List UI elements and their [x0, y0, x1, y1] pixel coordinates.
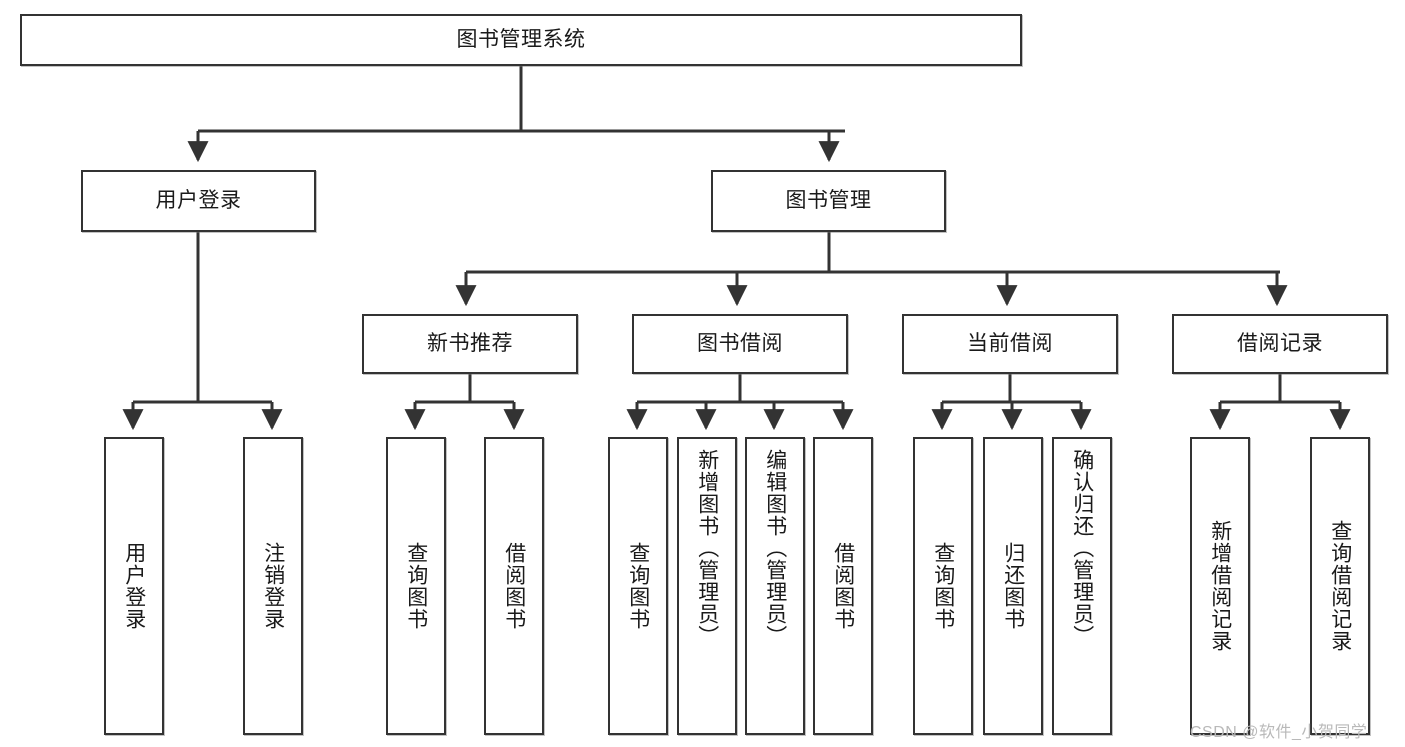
- leaf-query-book-current-label: 查询图书: [931, 542, 955, 630]
- connector-group-root: [187, 66, 845, 163]
- node-root-label: 图书管理系统: [456, 28, 586, 52]
- leaf-user-login[interactable]: 用户登录: [104, 437, 164, 735]
- leaf-query-book-recommend-label: 查询图书: [404, 542, 428, 630]
- connector-group-records: [1209, 374, 1351, 431]
- connector-group-current-borrow: [931, 374, 1092, 431]
- node-user-login-label: 用户登录: [155, 189, 242, 213]
- leaf-edit-book-admin-label: 编辑图书（管理员）: [763, 449, 787, 647]
- node-borrow-records-label: 借阅记录: [1237, 332, 1323, 356]
- node-borrow-records[interactable]: 借阅记录: [1172, 314, 1388, 374]
- leaf-query-book-current[interactable]: 查询图书: [913, 437, 973, 735]
- node-new-book-recommend-label: 新书推荐: [427, 332, 513, 356]
- node-new-book-recommend[interactable]: 新书推荐: [362, 314, 578, 374]
- leaf-query-borrow-record[interactable]: 查询借阅记录: [1310, 437, 1370, 735]
- leaf-query-book-recommend[interactable]: 查询图书: [386, 437, 446, 735]
- node-book-management-label: 图书管理: [785, 189, 872, 213]
- leaf-borrow-book-recommend[interactable]: 借阅图书: [484, 437, 544, 735]
- leaf-query-borrow-record-label: 查询借阅记录: [1328, 520, 1352, 652]
- leaf-confirm-return-admin-label: 确认归还（管理员）: [1070, 449, 1094, 647]
- leaf-query-book-borrow[interactable]: 查询图书: [608, 437, 668, 735]
- leaf-borrow-book[interactable]: 借阅图书: [813, 437, 873, 735]
- leaf-add-borrow-record-label: 新增借阅记录: [1208, 520, 1232, 652]
- node-user-login[interactable]: 用户登录: [81, 170, 316, 232]
- node-book-borrow-label: 图书借阅: [697, 332, 783, 356]
- leaf-edit-book-admin[interactable]: 编辑图书（管理员）: [745, 437, 805, 735]
- connector-group-user-login: [122, 232, 283, 431]
- leaf-return-book[interactable]: 归还图书: [983, 437, 1043, 735]
- leaf-return-book-label: 归还图书: [1001, 542, 1025, 630]
- node-book-management[interactable]: 图书管理: [711, 170, 946, 232]
- leaf-query-book-borrow-label: 查询图书: [626, 542, 650, 630]
- leaf-user-login-label: 用户登录: [122, 542, 146, 630]
- leaf-user-logout-label: 注销登录: [261, 542, 285, 630]
- leaf-add-borrow-record[interactable]: 新增借阅记录: [1190, 437, 1250, 735]
- connector-group-new-books: [404, 374, 525, 431]
- node-book-borrow[interactable]: 图书借阅: [632, 314, 848, 374]
- node-root[interactable]: 图书管理系统: [20, 14, 1022, 66]
- leaf-user-logout[interactable]: 注销登录: [243, 437, 303, 735]
- node-current-borrow[interactable]: 当前借阅: [902, 314, 1118, 374]
- leaf-confirm-return-admin[interactable]: 确认归还（管理员）: [1052, 437, 1112, 735]
- leaf-borrow-book-recommend-label: 借阅图书: [502, 542, 526, 630]
- csdn-watermark: CSDN @软件_小贺同学: [1190, 724, 1368, 741]
- leaf-add-book-admin-label: 新增图书（管理员）: [695, 449, 719, 647]
- connector-group-borrow: [626, 374, 854, 431]
- leaf-borrow-book-label: 借阅图书: [831, 542, 855, 630]
- connector-group-book-mgmt: [455, 232, 1288, 307]
- leaf-add-book-admin[interactable]: 新增图书（管理员）: [677, 437, 737, 735]
- node-current-borrow-label: 当前借阅: [967, 332, 1053, 356]
